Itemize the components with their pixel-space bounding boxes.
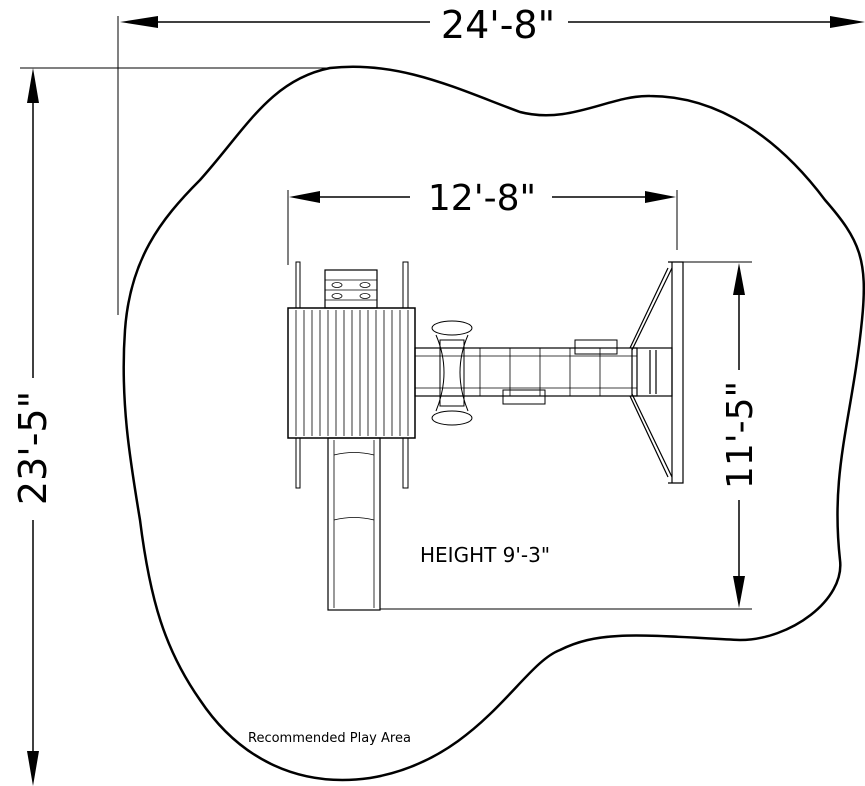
overall-depth-dimension: 23'-5" [11,67,330,786]
roof-slats [295,310,409,436]
ladder [324,269,378,309]
deck-roof [287,307,416,439]
structure-width-dimension: 12'-8" [287,178,678,265]
swing-beam [414,347,638,397]
height-label: HEIGHT 9'-3" [420,543,550,567]
deck-leg-bottom-left [295,437,301,489]
overall-width-dimension: 24'-8" [117,3,865,315]
structure-width-label: 12'-8" [428,178,536,219]
play-area-label: Recommended Play Area [248,731,411,746]
ladder-rungs [325,279,377,301]
glider-swing [431,320,473,426]
slide [327,437,381,611]
structure-depth-label: 11'-5" [720,381,761,489]
structure-depth-dimension: 11'-5" [380,261,761,610]
belt-swing-2 [574,339,618,355]
belt-swing-1 [502,389,546,405]
playset-structure [287,261,684,611]
overall-depth-label: 23'-5" [11,391,55,505]
swing-a-frame [629,261,684,484]
deck-leg-bottom-right [402,437,409,489]
overall-width-label: 24'-8" [441,3,555,47]
deck-leg-top-right [402,261,409,309]
deck-leg-top-left [295,261,301,309]
recommended-play-area-outline [122,65,865,782]
